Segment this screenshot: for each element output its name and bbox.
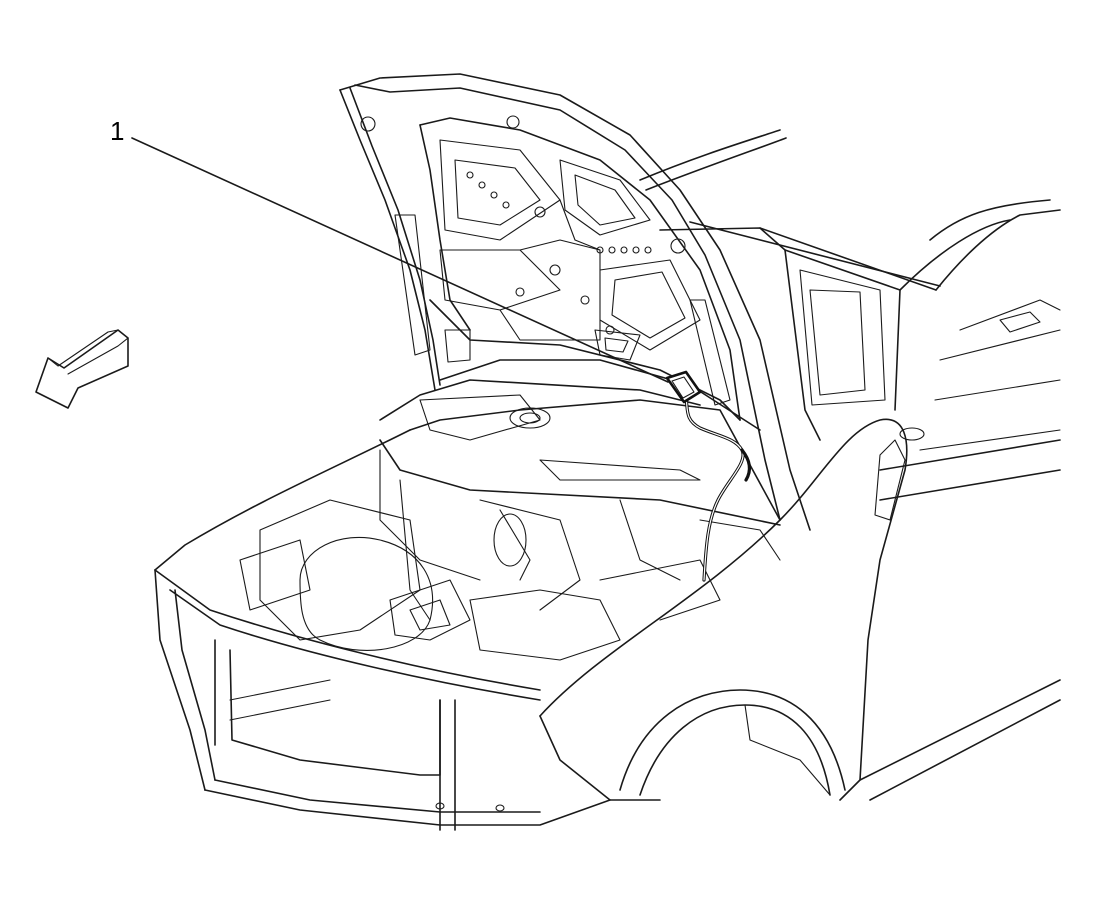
callout-label: 1	[110, 116, 124, 146]
vehicle-body	[539, 129, 1061, 801]
hood-open	[339, 73, 811, 531]
direction-arrow-icon	[35, 329, 129, 409]
engine-compartment	[239, 379, 781, 661]
callout-1: 1	[110, 116, 669, 383]
hood-switch-harness	[665, 370, 752, 582]
front-end-frame	[154, 429, 611, 831]
hood-switch-connector	[665, 370, 702, 404]
